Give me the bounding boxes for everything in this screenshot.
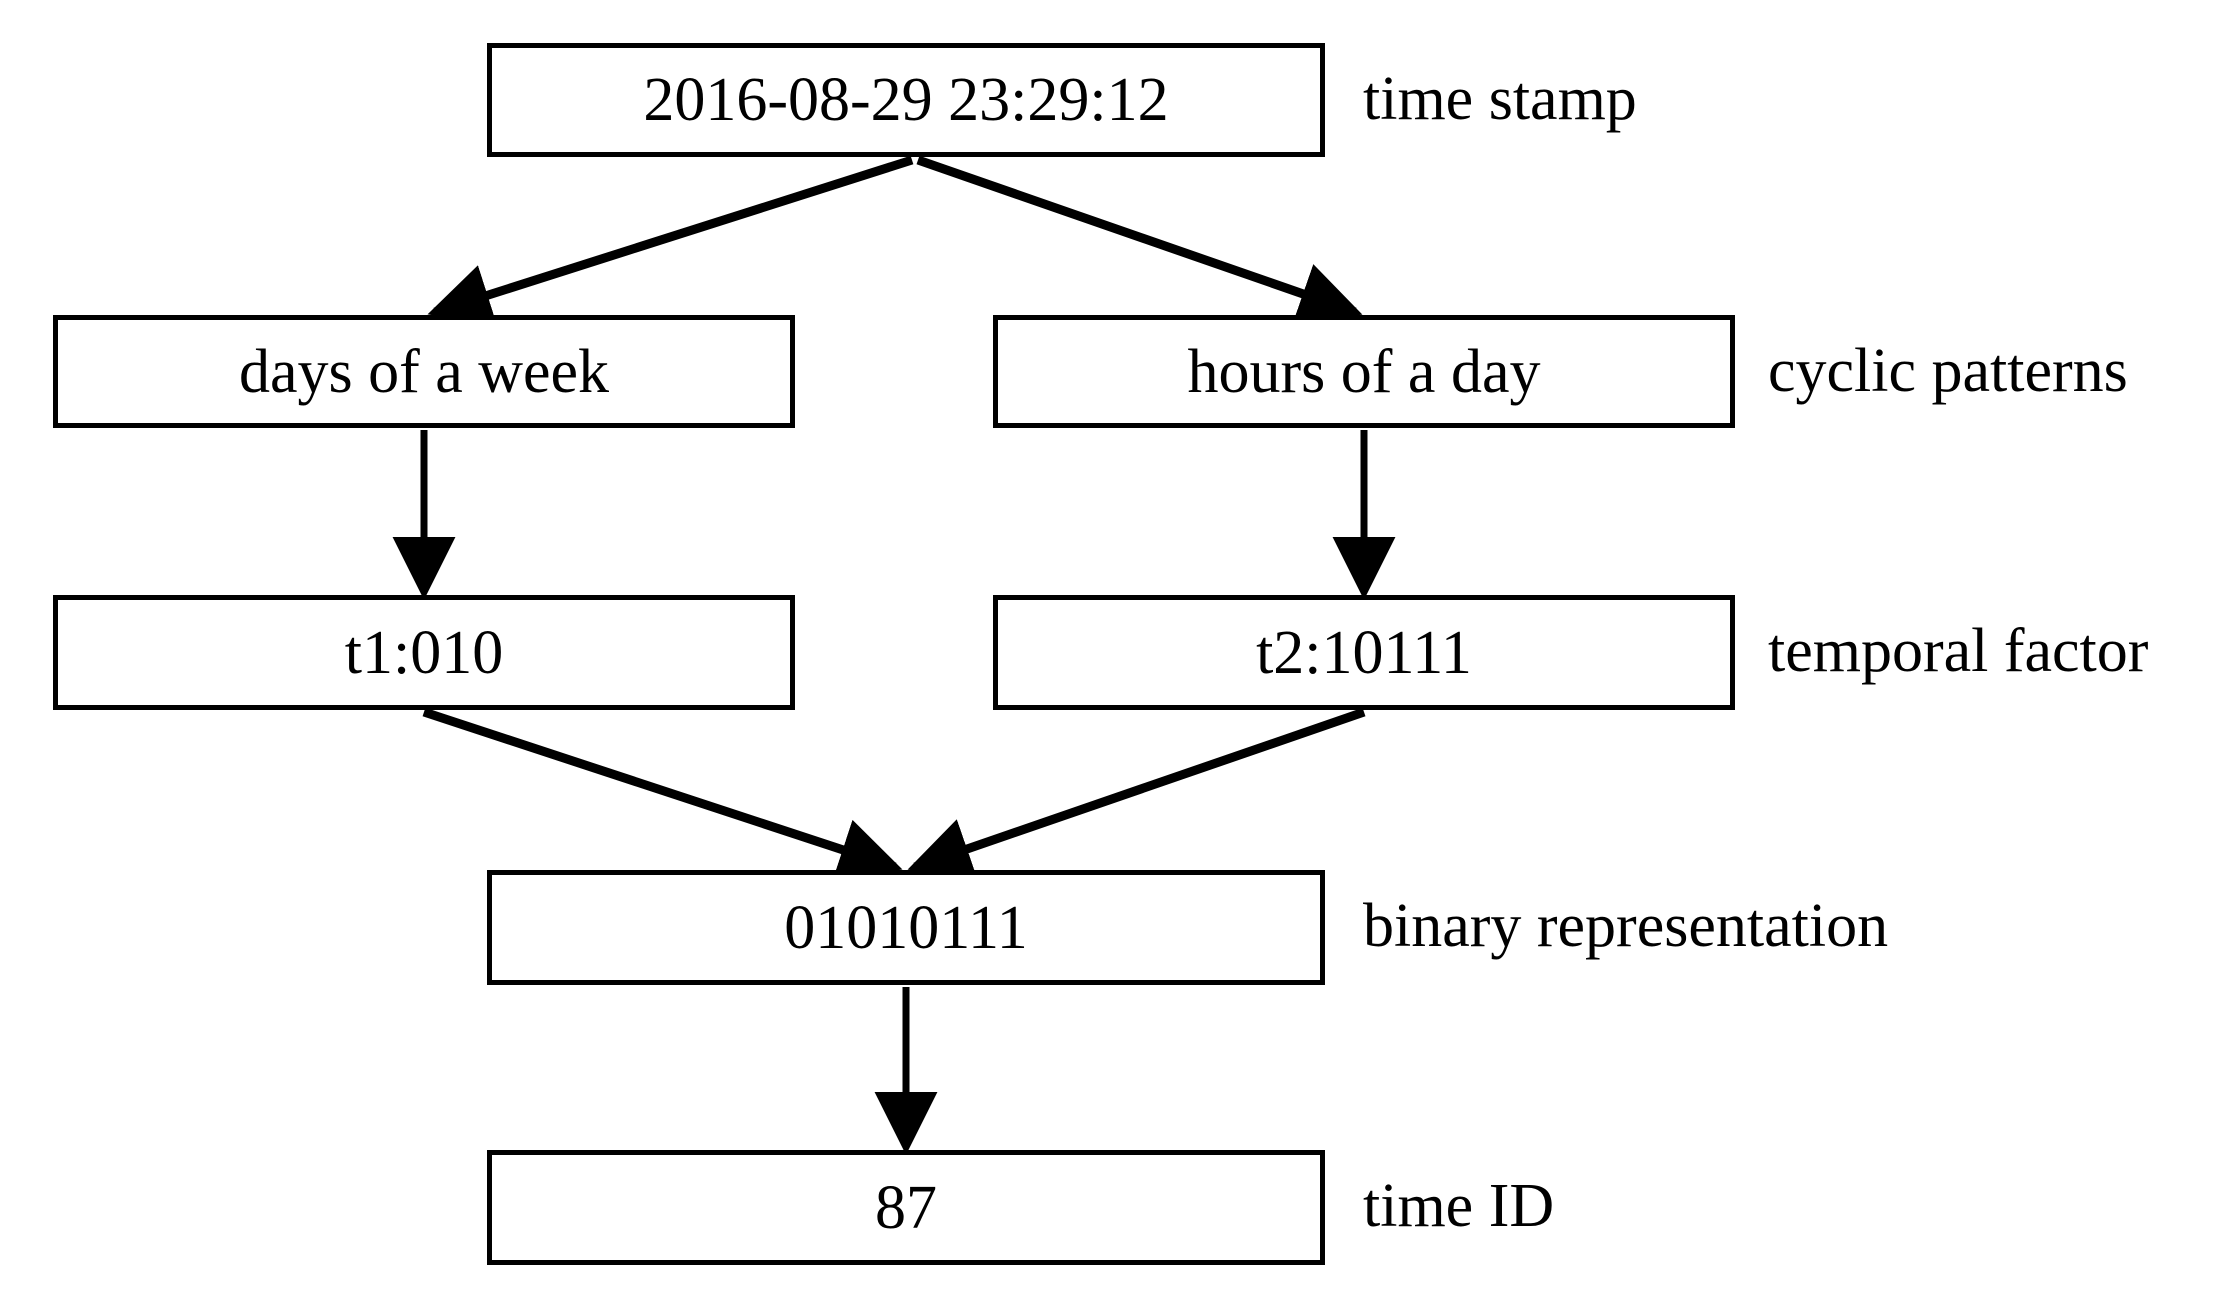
node-hours-of-a-day-label: hours of a day [1187, 337, 1541, 406]
edge-t1-to-binary [422, 707, 903, 880]
node-temporal-factor-t2-label: t2:10111 [1256, 618, 1472, 687]
edge-timestamp-to-hours [916, 155, 1363, 324]
row-label-time-id: time ID [1363, 1172, 1555, 1240]
node-hours-of-a-day: hours of a day [993, 315, 1735, 428]
row-label-time-stamp: time stamp [1363, 65, 1637, 133]
node-time-stamp: 2016-08-29 23:29:12 [487, 43, 1325, 157]
node-time-id-label: 87 [875, 1173, 937, 1242]
node-temporal-factor-t1: t1:010 [53, 595, 795, 710]
node-binary-representation: 01010111 [487, 870, 1325, 985]
row-label-binary-representation: binary representation [1363, 892, 1889, 960]
node-days-of-a-week: days of a week [53, 315, 795, 428]
node-temporal-factor-t2: t2:10111 [993, 595, 1735, 710]
node-binary-representation-label: 01010111 [784, 893, 1028, 962]
node-time-stamp-label: 2016-08-29 23:29:12 [643, 66, 1169, 134]
row-label-temporal-factor: temporal factor [1768, 617, 2149, 685]
node-temporal-factor-t1-label: t1:010 [344, 618, 504, 687]
node-time-id: 87 [487, 1150, 1325, 1265]
row-label-cyclic-patterns: cyclic patterns [1768, 337, 2128, 405]
edge-timestamp-to-days [427, 155, 914, 326]
edge-t2-to-binary [907, 707, 1366, 879]
node-days-of-a-week-label: days of a week [238, 337, 610, 406]
